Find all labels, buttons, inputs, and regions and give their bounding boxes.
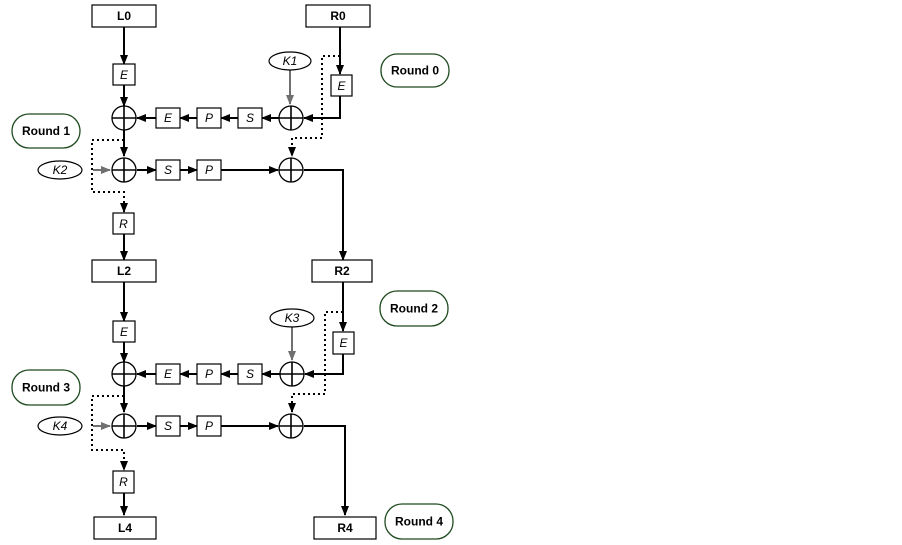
op-e-right-1: E [330,74,353,97]
op-p-f2: P [196,159,222,181]
xor-icon [111,361,137,387]
wire-r0-dotted-copy [288,55,340,157]
svg-text:Round 3: Round 3 [22,381,70,395]
block-r2-label: R2 [334,264,350,278]
wires [91,27,349,516]
wire-xor-to-r2 [304,169,347,261]
key-k2: K2 [37,160,83,180]
op-p-f4: P [196,415,222,437]
svg-text:E: E [339,336,348,350]
svg-text:P: P [205,163,213,177]
svg-text:S: S [246,111,254,125]
svg-text:P: P [205,111,213,125]
svg-text:E: E [120,68,129,82]
xor-icon [111,105,137,131]
block-r0: R0 [305,4,371,28]
op-s-f4: S [155,415,181,437]
key-k4: K4 [37,416,83,436]
op-r-1: R [112,212,135,235]
round-4-label: Round 4 [384,503,454,540]
block-r4: R4 [313,516,377,540]
round-2-label: Round 2 [379,290,449,327]
svg-text:K2: K2 [53,163,68,177]
svg-text:S: S [246,367,254,381]
block-l2-label: L2 [117,264,131,278]
svg-text:R: R [119,217,128,231]
wire-e-to-xor-k1 [303,96,341,122]
op-s-f1: S [237,107,263,129]
svg-text:E: E [337,79,346,93]
xor-icon [111,157,137,183]
svg-text:E: E [120,325,129,339]
xor-icon [279,361,305,387]
wire-xor-to-r4 [304,425,349,516]
key-k1: K1 [268,51,312,71]
svg-text:Round 2: Round 2 [390,302,438,316]
op-e-f3: E [155,363,181,385]
op-e-f1: E [155,107,181,129]
svg-text:Round 1: Round 1 [22,124,70,138]
op-e-right-2: E [332,331,355,355]
block-r4-label: R4 [337,521,353,535]
svg-text:Round 4: Round 4 [395,515,443,529]
op-p-f1: P [196,107,222,129]
op-e-left-1: E [112,63,136,86]
op-s-f2: S [155,159,181,181]
block-l0-label: L0 [117,9,131,23]
op-r-2: R [112,470,135,494]
round-3-label: Round 3 [11,369,81,406]
svg-text:P: P [205,367,213,381]
block-l4: L4 [93,516,157,540]
block-l0: L0 [91,4,157,28]
xor-icon [278,157,304,183]
xor-icon [278,413,304,439]
round-0-label: Round 0 [380,53,450,88]
block-r0-label: R0 [330,9,346,23]
xor-icon [278,105,304,131]
key-k3: K3 [269,308,315,328]
svg-text:S: S [164,163,172,177]
svg-text:K1: K1 [283,54,298,68]
block-l4-label: L4 [118,521,132,535]
svg-text:Round 0: Round 0 [391,64,439,78]
svg-text:K4: K4 [53,419,68,433]
op-e-left-2: E [112,320,136,343]
xor-icon [111,413,137,439]
wire-e-to-xor-k3 [304,354,344,378]
svg-text:E: E [164,111,173,125]
svg-text:S: S [164,419,172,433]
op-p-f3: P [196,363,222,385]
svg-text:K3: K3 [285,311,300,325]
wire-left-dotted-copy [91,139,128,213]
op-s-f3: S [237,363,263,385]
svg-text:P: P [205,419,213,433]
round-1-label: Round 1 [11,113,81,149]
svg-text:R: R [119,475,128,489]
wire-r2-dotted-copy [288,311,343,413]
svg-text:E: E [164,367,173,381]
wire-left-dotted-copy-lower [91,395,128,471]
block-l2: L2 [91,259,157,283]
block-r2: R2 [311,259,373,283]
